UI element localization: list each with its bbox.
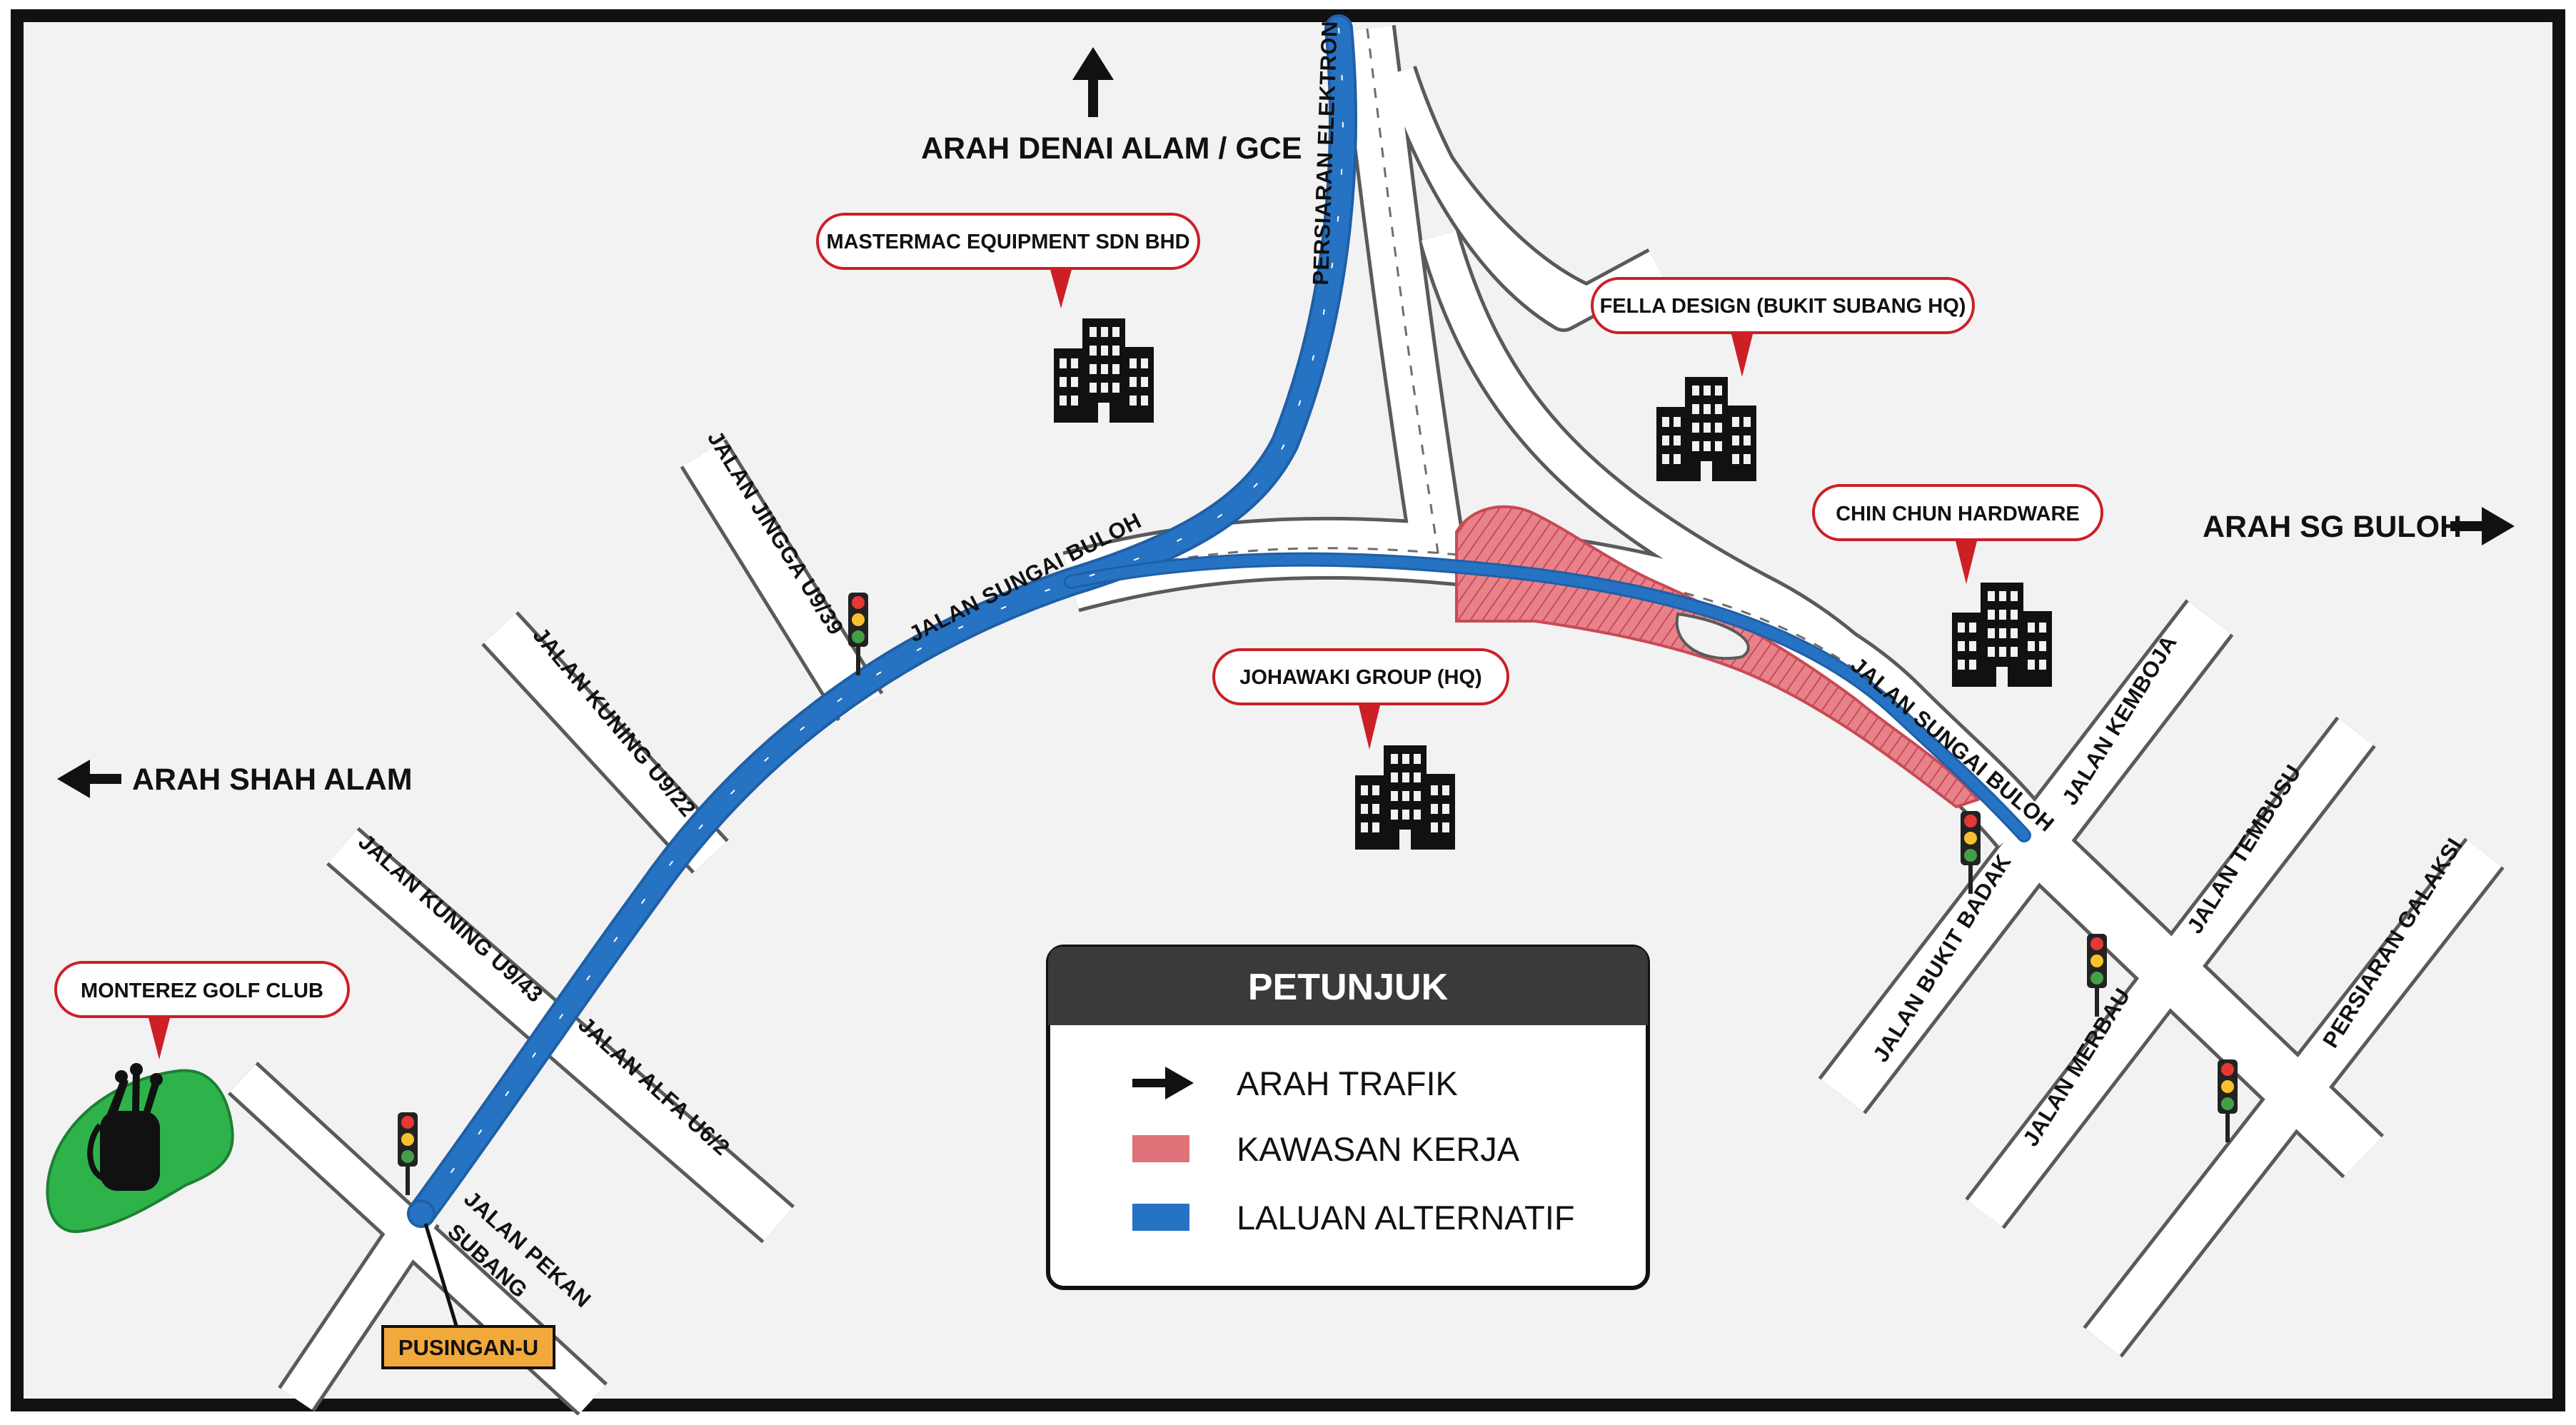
poi-label-johawaki: JOHAWAKI GROUP (HQ) xyxy=(1239,666,1481,689)
poi-label-mastermac: MASTERMAC EQUIPMENT SDN BHD xyxy=(826,231,1189,253)
building-icon xyxy=(1355,745,1455,850)
poi-label-chin-chun: CHIN CHUN HARDWARE xyxy=(1836,503,2080,525)
legend: PETUNJUK ARAH TRAFIK KAWASAN KERJA LALUA… xyxy=(1046,945,1650,1290)
direction-indicators: ARAH DENAI ALAM / GCE ARAH SG BULOH ARAH… xyxy=(57,47,2515,798)
direction-label-east: ARAH SG BULOH xyxy=(2203,510,2462,544)
arrow-right-icon xyxy=(1132,1067,1194,1099)
poi-mastermac: MASTERMAC EQUIPMENT SDN BHD xyxy=(816,213,1200,423)
golf-bag-icon xyxy=(87,1063,163,1191)
traffic-light-icon xyxy=(848,593,868,675)
building-icon xyxy=(1952,583,2052,687)
u-turn-label: PUSINGAN-U xyxy=(398,1335,538,1360)
building-icon xyxy=(1656,377,1756,481)
legend-label-alternative-route: LALUAN ALTERNATIF xyxy=(1237,1199,1575,1237)
alternative-route xyxy=(407,14,2031,1228)
u-turn-marker: PUSINGAN-U xyxy=(381,1223,555,1369)
direction-label-west: ARAH SHAH ALAM xyxy=(132,762,413,797)
legend-title: PETUNJUK xyxy=(1248,967,1449,1008)
legend-swatch-alternative-route xyxy=(1132,1204,1189,1231)
traffic-lights xyxy=(398,593,2238,1195)
arrow-left-icon xyxy=(57,760,121,798)
legend-item-alternative-route: LALUAN ALTERNATIF xyxy=(1132,1199,1575,1237)
traffic-light-icon xyxy=(1961,811,1981,894)
building-icon xyxy=(1054,318,1154,423)
traffic-light-icon xyxy=(398,1112,418,1195)
legend-item-work-zone: KAWASAN KERJA xyxy=(1132,1130,1520,1168)
points-of-interest: MASTERMAC EQUIPMENT SDN BHD xyxy=(46,213,2103,1234)
direction-label-north: ARAH DENAI ALAM / GCE xyxy=(921,131,1302,166)
traffic-light-icon xyxy=(2087,934,2107,1017)
legend-label-traffic-direction: ARAH TRAFIK xyxy=(1237,1064,1458,1102)
poi-label-fella-design: FELLA DESIGN (BUKIT SUBANG HQ) xyxy=(1600,295,1966,318)
poi-monterez-golf-club: MONTEREZ GOLF CLUB xyxy=(46,961,350,1234)
legend-label-work-zone: KAWASAN KERJA xyxy=(1237,1130,1520,1168)
poi-chin-chun: CHIN CHUN HARDWARE xyxy=(1812,484,2103,687)
poi-johawaki: JOHAWAKI GROUP (HQ) xyxy=(1212,648,1509,850)
poi-label-monterez: MONTEREZ GOLF CLUB xyxy=(81,980,323,1002)
poi-fella-design: FELLA DESIGN (BUKIT SUBANG HQ) xyxy=(1591,277,1975,481)
legend-swatch-work-zone xyxy=(1132,1135,1189,1162)
arrow-right-icon xyxy=(2450,507,2515,545)
traffic-light-icon xyxy=(2218,1059,2238,1142)
arrow-up-icon xyxy=(1072,47,1114,117)
legend-item-traffic-direction: ARAH TRAFIK xyxy=(1132,1064,1458,1102)
